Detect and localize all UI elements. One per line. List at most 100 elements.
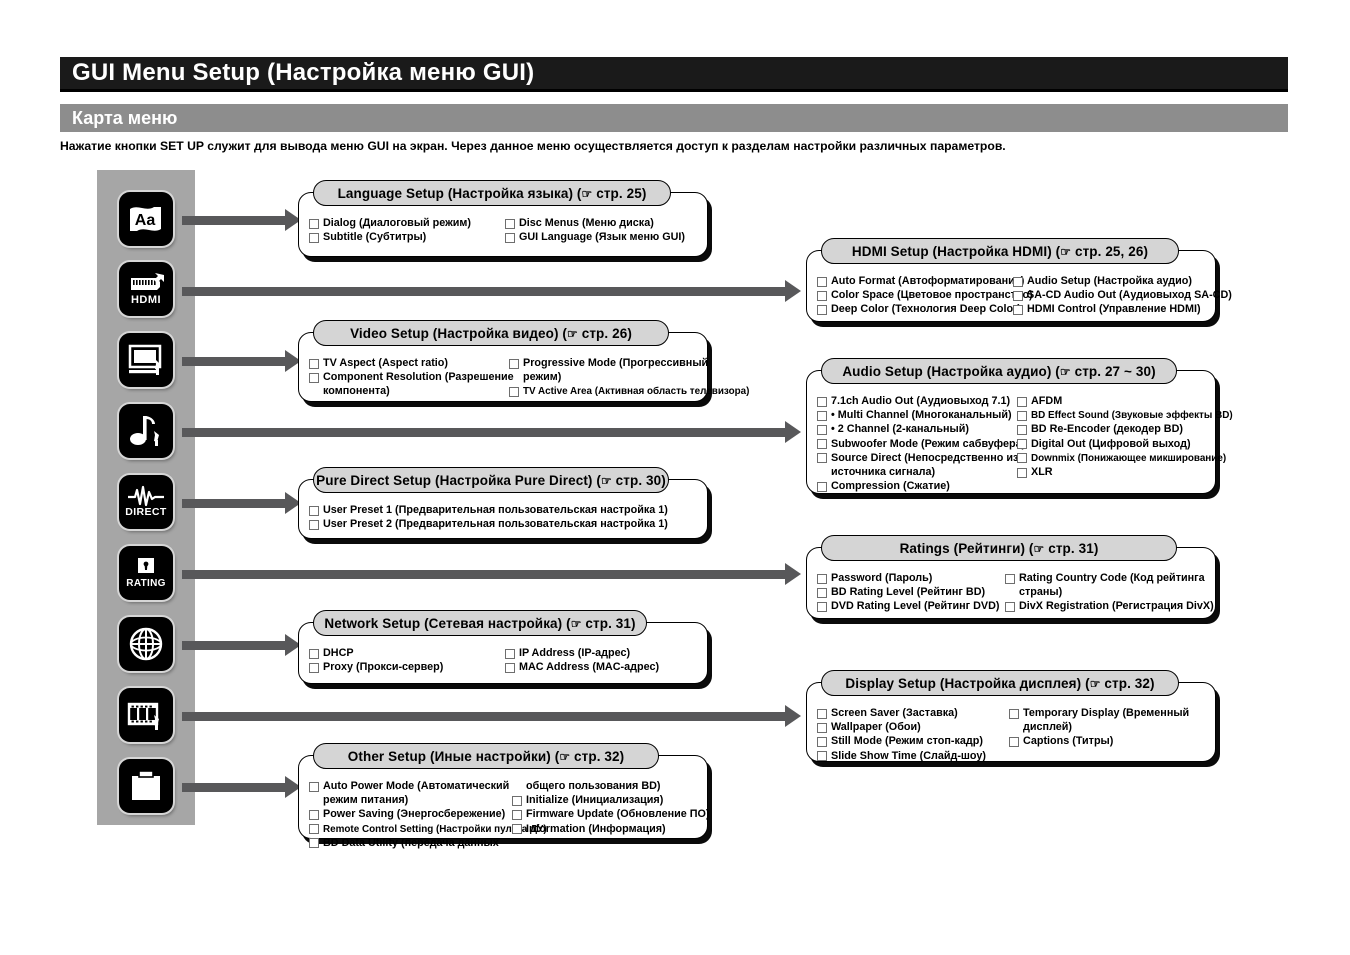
option-item[interactable]: Screen Saver (Заставка) — [817, 707, 1009, 720]
checkbox-icon[interactable] — [817, 290, 827, 301]
checkbox-icon[interactable] — [309, 648, 319, 659]
card-header-hdmi-setup[interactable]: HDMI Setup (Настройка HDMI) (☞ стр. 25, … — [821, 238, 1179, 264]
sidebar-item-video-monitor-wrench[interactable] — [119, 333, 173, 387]
card-header-audio-setup[interactable]: Audio Setup (Настройка аудио) (☞ стр. 27… — [821, 358, 1177, 384]
option-item[interactable]: MAC Address (MAC-адрес) — [504, 661, 697, 674]
option-item[interactable]: User Preset 1 (Предварительная пользоват… — [309, 504, 697, 517]
option-item[interactable]: Still Mode (Режим стоп-кадр) — [817, 735, 1009, 748]
option-item[interactable]: XLR — [1017, 466, 1213, 479]
checkbox-icon[interactable] — [1009, 708, 1020, 719]
checkbox-icon[interactable] — [504, 648, 515, 659]
sidebar-item-audio-note-wrench[interactable] — [119, 404, 173, 458]
checkbox-icon[interactable] — [504, 232, 515, 243]
option-item[interactable]: Temporary Display (Временный — [1009, 707, 1205, 720]
option-item[interactable]: GUI Language (Язык меню GUI) — [504, 231, 697, 244]
option-item[interactable]: Power Saving (Энергосбережение) — [309, 808, 512, 821]
checkbox-icon[interactable] — [1013, 290, 1023, 301]
checkbox-icon[interactable] — [309, 218, 319, 229]
option-item[interactable]: Downmix (Понижающее микширование) — [1017, 452, 1226, 465]
option-item[interactable]: Captions (Титры) — [1009, 735, 1205, 748]
checkbox-icon[interactable] — [309, 781, 319, 792]
option-item[interactable]: Information (Информация) — [512, 823, 705, 836]
checkbox-icon[interactable] — [1013, 276, 1023, 287]
checkbox-icon[interactable] — [504, 218, 515, 229]
option-item[interactable]: Initialize (Инициализация) — [512, 794, 705, 807]
sidebar-item-hdmi-connector[interactable]: HDMI — [119, 262, 173, 316]
checkbox-icon[interactable] — [817, 601, 827, 612]
checkbox-icon[interactable] — [817, 481, 827, 492]
option-item[interactable]: BD Re-Encoder (декодер BD) — [1017, 423, 1213, 436]
checkbox-icon[interactable] — [309, 838, 319, 849]
option-item[interactable]: HDMI Control (Управление HDMI) — [1013, 303, 1213, 316]
option-item[interactable]: • 2 Channel (2-канальный) — [817, 423, 1017, 436]
card-header-ratings[interactable]: Ratings (Рейтинги) (☞ стр. 31) — [821, 535, 1177, 561]
checkbox-icon[interactable] — [509, 358, 519, 369]
checkbox-icon[interactable] — [1013, 304, 1023, 315]
checkbox-icon[interactable] — [309, 809, 319, 820]
option-item[interactable]: Source Direct (Непосредственно из — [817, 452, 1018, 465]
checkbox-icon[interactable] — [309, 372, 319, 383]
option-item[interactable]: BD Effect Sound (Звуковые эффекты BD) — [1017, 409, 1233, 422]
option-item[interactable]: Disc Menus (Меню диска) — [504, 217, 697, 230]
option-item[interactable]: Slide Show Time (Слайд-шоу) — [817, 750, 1009, 763]
card-header-other-setup[interactable]: Other Setup (Иные настройки) (☞ стр. 32) — [313, 743, 659, 769]
option-item[interactable]: DivX Registration (Регистрация DivX) — [1005, 600, 1214, 613]
sidebar-item-clipboard[interactable] — [119, 759, 173, 813]
checkbox-icon[interactable] — [817, 424, 827, 435]
sidebar-item-film-strip-wrench[interactable] — [119, 688, 173, 742]
checkbox-icon[interactable] — [817, 276, 827, 287]
option-item[interactable]: • Multi Channel (Многоканальный) — [817, 409, 1017, 422]
option-item[interactable]: Compression (Сжатие) — [817, 480, 1017, 493]
checkbox-icon[interactable] — [817, 736, 827, 747]
checkbox-icon[interactable] — [817, 304, 827, 315]
option-item[interactable]: TV Active Area (Активная область телевиз… — [509, 385, 749, 398]
checkbox-icon[interactable] — [512, 824, 522, 835]
checkbox-icon[interactable] — [817, 573, 827, 584]
sidebar-item-language-flag[interactable]: Aa — [119, 192, 173, 246]
checkbox-icon[interactable] — [1005, 573, 1015, 584]
checkbox-icon[interactable] — [309, 519, 319, 530]
checkbox-icon[interactable] — [817, 410, 827, 421]
option-item[interactable]: Color Space (Цветовое пространство) — [817, 289, 1033, 302]
card-header-video-setup[interactable]: Video Setup (Настройка видео) (☞ стр. 26… — [313, 320, 669, 346]
option-item[interactable]: Subtitle (Субтитры) — [309, 231, 505, 244]
card-header-pure-direct-setup[interactable]: Pure Direct Setup (Настройка Pure Direct… — [313, 467, 669, 493]
option-item[interactable]: User Preset 2 (Предварительная пользоват… — [309, 518, 697, 531]
sidebar-item-pure-direct-waveform[interactable]: DIRECT — [119, 475, 173, 529]
option-item[interactable]: Auto Power Mode (Автоматический — [309, 780, 512, 793]
checkbox-icon[interactable] — [309, 232, 319, 243]
option-item[interactable]: BD Rating Level (Рейтинг BD) — [817, 586, 1005, 599]
checkbox-icon[interactable] — [817, 751, 827, 762]
checkbox-icon[interactable] — [512, 795, 522, 806]
option-item[interactable]: AFDM — [1017, 395, 1213, 408]
option-item[interactable]: 7.1ch Audio Out (Аудиовыход 7.1) — [817, 395, 1017, 408]
checkbox-icon[interactable] — [309, 505, 319, 516]
checkbox-icon[interactable] — [817, 453, 827, 464]
option-item[interactable]: SA-CD Audio Out (Аудиовыход SA-CD) — [1013, 289, 1232, 302]
option-item[interactable]: TV Aspect (Aspect ratio) — [309, 357, 509, 370]
checkbox-icon[interactable] — [1017, 410, 1027, 421]
checkbox-icon[interactable] — [817, 708, 827, 719]
card-header-display-setup[interactable]: Display Setup (Настройка дисплея) (☞ стр… — [821, 670, 1179, 696]
checkbox-icon[interactable] — [817, 439, 827, 450]
option-item[interactable]: Firmware Update (Обновление ПО) — [512, 808, 710, 821]
checkbox-icon[interactable] — [817, 722, 827, 733]
checkbox-icon[interactable] — [1017, 467, 1027, 478]
checkbox-icon[interactable] — [509, 386, 519, 397]
option-item[interactable]: Dialog (Диалоговый режим) — [309, 217, 505, 230]
checkbox-icon[interactable] — [512, 809, 522, 820]
checkbox-icon[interactable] — [309, 662, 319, 673]
option-item[interactable]: BD Data Utility (передача данных — [309, 837, 512, 850]
option-item[interactable]: IP Address (IP-адрес) — [504, 647, 697, 660]
checkbox-icon[interactable] — [1017, 439, 1027, 450]
option-item[interactable]: Digital Out (Цифровой выход) — [1017, 438, 1213, 451]
option-item[interactable]: DVD Rating Level (Рейтинг DVD) — [817, 600, 1005, 613]
option-item[interactable]: Subwoofer Mode (Режим сабвуфера) — [817, 438, 1025, 451]
checkbox-icon[interactable] — [1009, 736, 1020, 747]
checkbox-icon[interactable] — [817, 396, 827, 407]
checkbox-icon[interactable] — [309, 824, 319, 835]
sidebar-item-rating-lock[interactable]: RATING — [119, 546, 173, 600]
option-item[interactable]: Component Resolution (Разрешение — [309, 371, 514, 384]
checkbox-icon[interactable] — [1005, 601, 1015, 612]
checkbox-icon[interactable] — [1017, 453, 1027, 464]
